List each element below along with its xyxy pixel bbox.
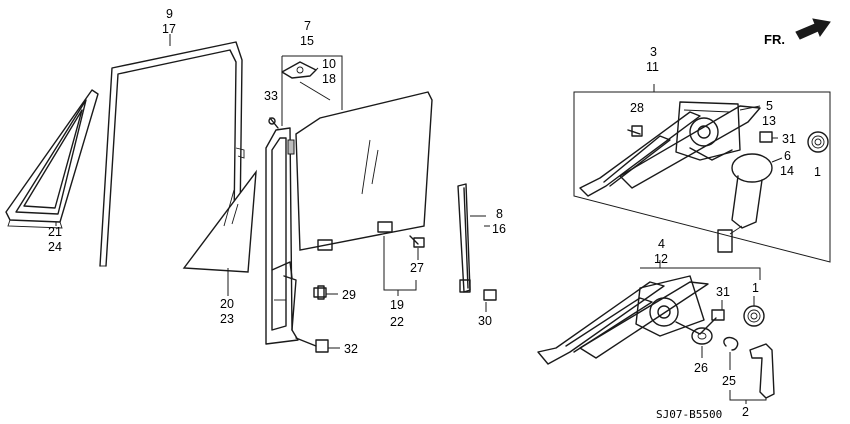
bolt-part-27: [409, 235, 425, 260]
bracket-19-22: [383, 236, 417, 296]
lower-window-regulator: [537, 275, 717, 365]
quarter-glass-seal: [5, 89, 99, 229]
bolt-part-32: [295, 337, 340, 353]
front-direction-indicator: FR.: [764, 18, 831, 47]
callout-22: 22: [390, 315, 404, 329]
callout-28: 28: [630, 101, 644, 115]
lower-regulator-bracket: [640, 260, 761, 280]
callout-16: 16: [492, 222, 506, 236]
callout-13: 13: [762, 114, 776, 128]
callout-25: 25: [722, 374, 736, 388]
rear-lower-channel: [457, 183, 486, 293]
bolt-part-30: [483, 289, 497, 312]
callout-18: 18: [322, 72, 336, 86]
callout-17: 17: [162, 22, 176, 36]
callout-11: 11: [646, 60, 659, 74]
front-direction-label: FR.: [764, 32, 785, 47]
callout-7: 7: [304, 19, 311, 33]
bracket-7-15: [281, 55, 343, 126]
leader-5-13: [739, 105, 761, 111]
upper-regulator-motor: [717, 153, 783, 253]
sash-clip-part: [281, 61, 317, 79]
callout-4: 4: [658, 237, 665, 251]
callout-29: 29: [342, 288, 356, 302]
callout-15: 15: [300, 34, 314, 48]
leader-lines: [55, 34, 490, 296]
callout-5: 5: [766, 99, 773, 113]
screw-part-33: [268, 117, 279, 129]
callout-24: 24: [48, 240, 62, 254]
callout-31-upper: 31: [782, 132, 796, 146]
callout-12: 12: [654, 252, 668, 266]
bolt-part-28: [627, 125, 643, 137]
center-sash-channel: [265, 127, 299, 345]
callout-1-lower: 1: [752, 281, 759, 295]
front-arrow-icon: [795, 18, 831, 40]
callout-32: 32: [344, 342, 358, 356]
washer-part-26: [691, 327, 713, 358]
callout-27: 27: [410, 261, 424, 275]
callout-30: 30: [478, 314, 492, 328]
spring-part-1-upper: [807, 131, 829, 153]
fixed-quarter-glass: [182, 169, 257, 273]
upper-window-regulator: [579, 101, 761, 197]
callout-1-upper: 1: [814, 165, 821, 179]
callout-20: 20: [220, 297, 234, 311]
window-handle-part-2: [729, 343, 775, 404]
callout-14: 14: [780, 164, 794, 178]
callout-9: 9: [166, 7, 173, 21]
callout-23: 23: [220, 312, 234, 326]
diagram-code: SJ07-B5500: [656, 408, 722, 421]
spring-part-1-lower: [743, 296, 765, 327]
door-glass: [295, 91, 433, 251]
bolt-part-29: [313, 285, 338, 300]
callout-19: 19: [390, 298, 404, 312]
bracket-10-18: [315, 67, 319, 71]
callout-10: 10: [322, 57, 336, 71]
bolt-part-31-lower: [711, 300, 725, 321]
upper-regulator-bracket: [573, 84, 831, 263]
callout-21: 21: [48, 225, 62, 239]
callout-6: 6: [784, 149, 791, 163]
callout-numbers: 9 17 7 15 10 18 33 21 24 20 23 29 32 27 …: [48, 7, 821, 419]
callout-31-lower: 31: [716, 285, 730, 299]
clip-part-25: [723, 336, 739, 370]
callout-2: 2: [742, 405, 749, 419]
bolt-part-31-upper: [759, 131, 778, 143]
callout-3: 3: [650, 45, 657, 59]
callout-8: 8: [496, 207, 503, 221]
callout-26: 26: [694, 361, 708, 375]
callout-33: 33: [264, 89, 278, 103]
